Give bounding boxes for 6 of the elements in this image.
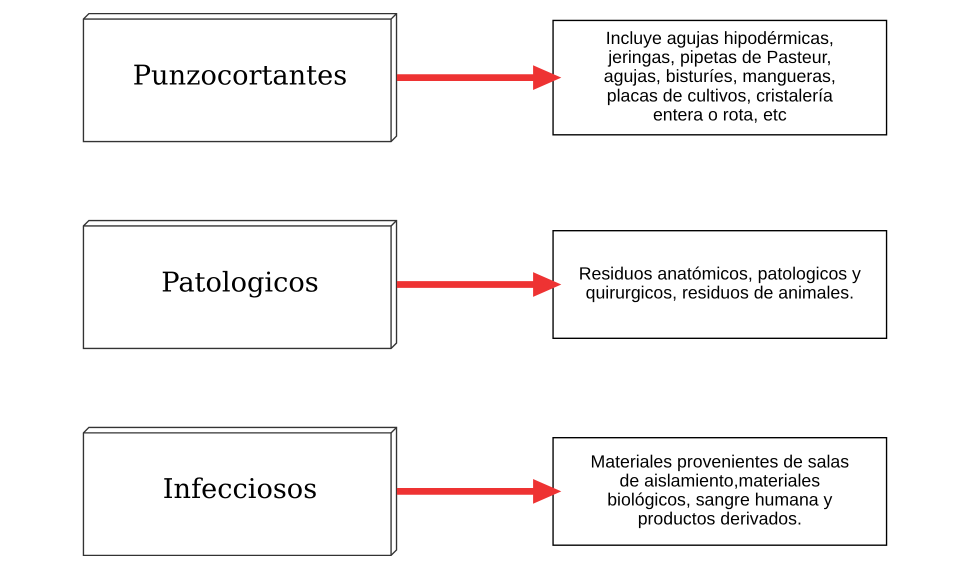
arrow: [396, 479, 561, 504]
node-box: Incluye agujas hipodérmicas, jeringas, pipetas de Pasteur, agujas, bisturíes, mangueras, placas de cultivos, cristalería entera o rota, etc: [552, 20, 887, 136]
arrow: [396, 272, 561, 297]
arrow: [396, 65, 561, 90]
node-box: Residuos anatómicos, patologicos y quirurgicos, residuos de animales.: [552, 230, 887, 339]
node-box: Materiales provenientes de salas de aislamiento,materiales biológicos, sangre humana y productos derivados.: [552, 436, 887, 546]
